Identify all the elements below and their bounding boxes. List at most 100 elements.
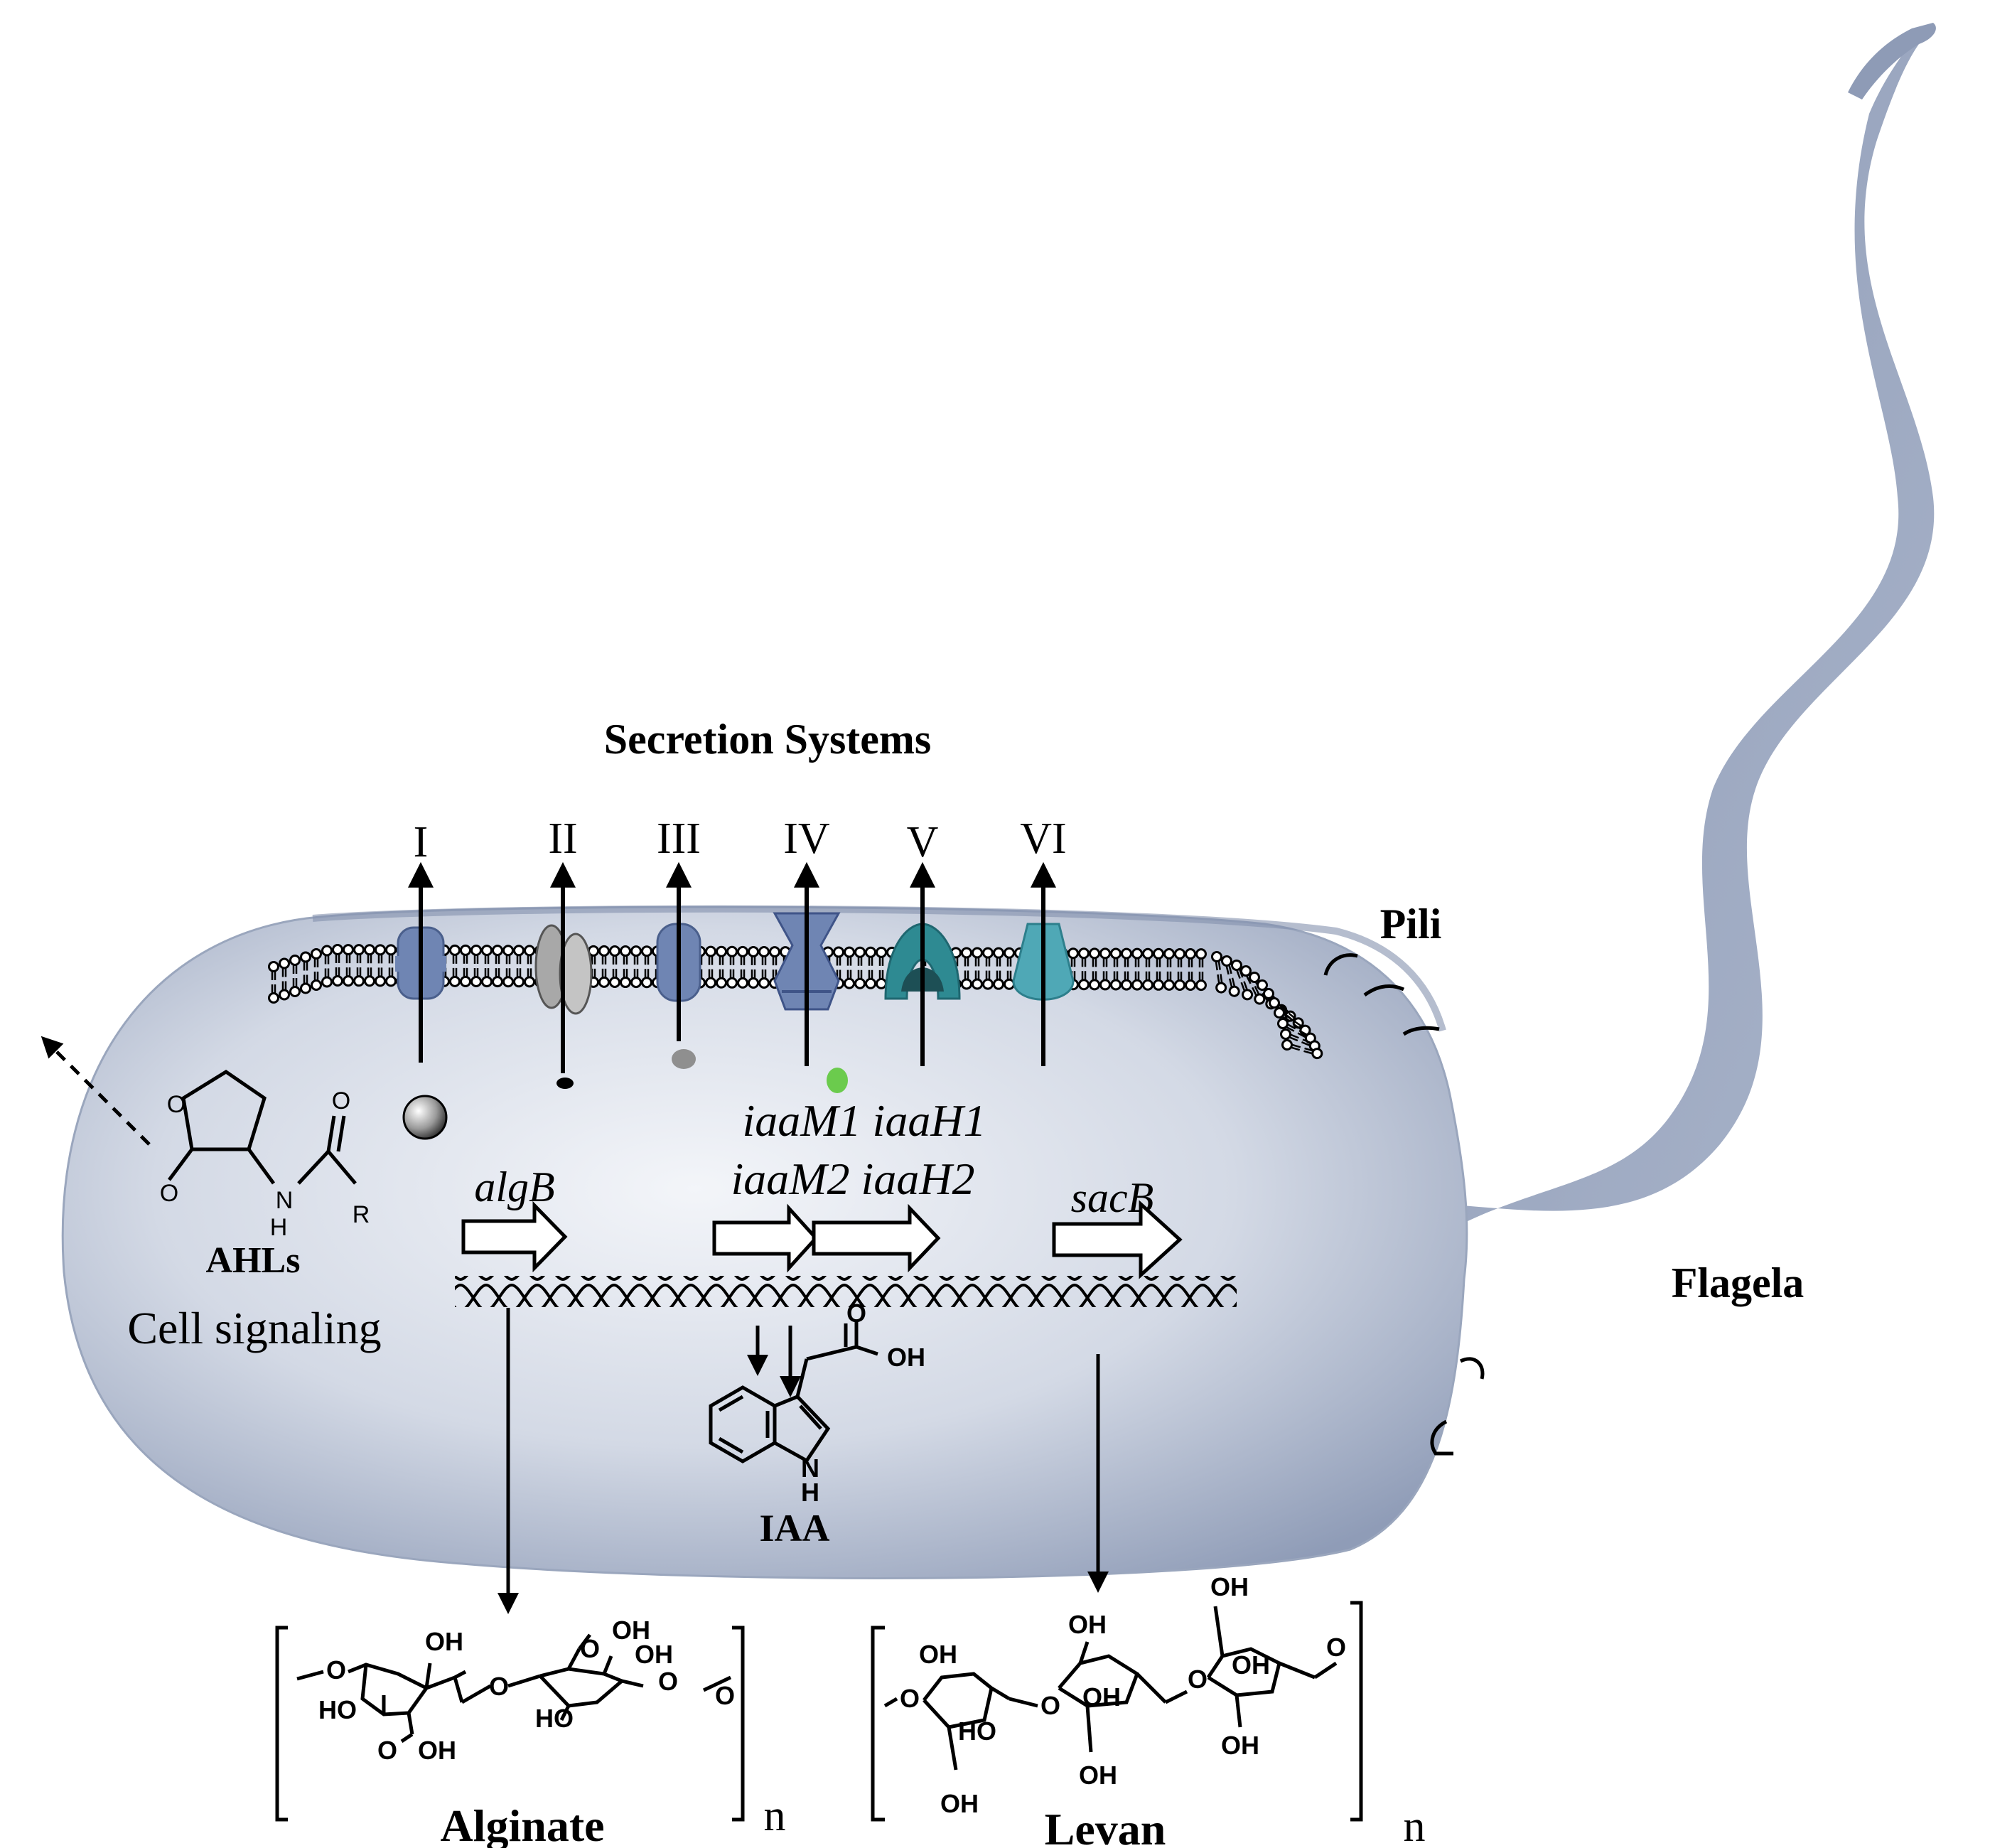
lipid-pair <box>449 944 461 987</box>
pili-label: Pili <box>1380 901 1442 947</box>
secretion-numeral-4: IV <box>783 815 830 863</box>
lipid-pair <box>279 957 290 1001</box>
levan-oh-7: OH <box>1232 1650 1270 1680</box>
gene-arrow-sacB <box>1052 1200 1183 1279</box>
lipid-pair <box>1089 947 1100 991</box>
lipid-pair <box>716 945 727 989</box>
lipid-pair <box>492 945 503 988</box>
lipid-pair <box>1221 955 1240 997</box>
lipid-pair <box>332 944 343 987</box>
alginate-oh-4: OH <box>635 1640 673 1669</box>
alginate-o-right: O <box>715 1681 735 1710</box>
dna-helix <box>455 1276 1237 1307</box>
secretion-numeral-6: VI <box>1020 815 1066 863</box>
secreted-particle-ii <box>556 1078 574 1089</box>
secretion-system-1: I <box>395 818 446 1063</box>
lipid-pair <box>705 945 716 989</box>
lipid-pair <box>502 945 514 988</box>
lipid-pair <box>1211 951 1227 994</box>
alginate-o-left: O <box>326 1655 346 1685</box>
cell-signaling-label: Cell signaling <box>127 1303 381 1353</box>
ahl-r-group: R <box>353 1201 370 1228</box>
secretion-system-6: VI <box>1012 815 1075 1066</box>
lipid-pair <box>300 951 311 994</box>
iaa-n: N <box>801 1454 819 1483</box>
iaa-h: H <box>801 1478 819 1507</box>
gene-arrow-iaaM <box>712 1203 819 1273</box>
gene-arrow-iaaH <box>812 1203 941 1273</box>
ahl-amide-h: H <box>270 1214 288 1241</box>
levan-o-link-2: O <box>1188 1665 1208 1694</box>
flagellum <box>1407 23 1936 1251</box>
ahls-label: AHLs <box>206 1240 301 1281</box>
lipid-pair <box>1153 947 1164 991</box>
levan-o-left: O <box>900 1684 920 1713</box>
alginate-oh-1: OH <box>425 1627 463 1656</box>
lipid-pair <box>726 945 738 989</box>
alginate-n: n <box>764 1792 786 1840</box>
lipid-pair <box>630 945 642 989</box>
secretion-system-3: III <box>656 815 701 1041</box>
gene-algB-label: algB <box>474 1164 554 1210</box>
lipid-pair <box>513 945 525 988</box>
secretion-numeral-1: I <box>414 818 429 866</box>
secreted-particle-iv <box>827 1068 848 1093</box>
gene-iaa-line2: iaaM2 iaaH2 <box>731 1154 974 1204</box>
flagela-label: Flagela <box>1672 1259 1805 1306</box>
lipid-pair <box>268 961 279 1004</box>
alginate-o-top: O <box>580 1634 600 1663</box>
levan-o-link-1: O <box>1040 1691 1060 1720</box>
lipid-pair <box>1110 947 1122 991</box>
alginate-ho-2: HO <box>535 1704 574 1733</box>
alginate-label: Alginate <box>440 1800 604 1848</box>
ahl-atoms: O O N H O R <box>160 1087 370 1241</box>
alginate-o-link: O <box>489 1672 509 1701</box>
secretion-numeral-2: II <box>548 815 577 863</box>
ahl-carbonyl-o: O <box>160 1180 178 1207</box>
secretion-numeral-3: III <box>657 815 701 863</box>
lipid-pair <box>1174 947 1185 991</box>
alginate-o-bottom: O <box>377 1736 397 1765</box>
lipid-pair <box>620 945 631 989</box>
levan-oh-6: OH <box>1210 1572 1249 1601</box>
lipid-pair <box>737 945 748 989</box>
levan-oh-1: OH <box>919 1640 957 1669</box>
lipid-pair <box>1131 947 1143 991</box>
lipid-pair <box>598 945 610 988</box>
secretion-system-4: IV <box>773 815 841 1066</box>
alginate-atoms: O OH HO O OH O O OH OH O HO O <box>318 1616 735 1765</box>
gene-arrow-algB <box>461 1200 568 1273</box>
ahl-structure <box>167 1070 357 1185</box>
lipid-pair <box>311 948 322 991</box>
secretion-systems-title: Secretion Systems <box>604 716 932 763</box>
levan-oh-4: OH <box>1082 1682 1121 1712</box>
lipid-pair <box>364 944 375 987</box>
lipid-pair <box>972 947 983 990</box>
lipid-pair <box>609 945 620 988</box>
lipid-pair <box>961 947 972 990</box>
lipid-pair <box>375 944 386 987</box>
lipid-pair <box>289 955 301 997</box>
secreted-ball <box>402 1095 448 1140</box>
levan-oh-8: OH <box>1221 1731 1259 1760</box>
lipid-pair <box>1195 948 1207 992</box>
alginate-structure <box>275 1626 745 1822</box>
ahl-export-arrow <box>41 1036 151 1146</box>
lipid-pair <box>343 944 354 987</box>
levan-oh-2: OH <box>940 1789 979 1818</box>
lipid-pair <box>748 945 759 989</box>
lipid-pair <box>1185 948 1196 992</box>
lipid-pair <box>641 945 652 989</box>
lipid-pair <box>982 947 994 990</box>
lipid-pair <box>470 945 482 987</box>
lipid-pair <box>758 946 770 989</box>
secretion-numeral-5: V <box>907 818 939 866</box>
iaa-oh: OH <box>887 1343 925 1372</box>
alginate-ho-1: HO <box>318 1695 357 1724</box>
iaa-atoms: O OH N H <box>801 1299 925 1507</box>
lipid-pair <box>524 945 535 988</box>
alginate-oh-2: OH <box>418 1736 456 1765</box>
lipid-pair <box>481 945 493 988</box>
